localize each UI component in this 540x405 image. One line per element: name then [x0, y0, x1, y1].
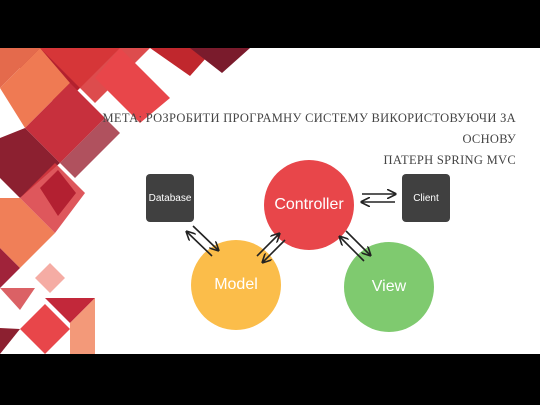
view-node: View	[344, 242, 434, 332]
controller-node: Controller	[264, 160, 354, 250]
title-line-2: ПАТЕРН SPRING MVC	[383, 153, 516, 167]
database-node: Database	[146, 174, 194, 222]
client-label: Client	[413, 192, 439, 204]
slide: МЕТА: РОЗРОБИТИ ПРОГРАМНУ СИСТЕМУ ВИКОРИ…	[0, 48, 540, 354]
controller-label: Controller	[274, 196, 344, 213]
decorative-triangles	[0, 48, 250, 354]
slide-title: МЕТА: РОЗРОБИТИ ПРОГРАМНУ СИСТЕМУ ВИКОРИ…	[76, 108, 516, 171]
database-label: Database	[148, 192, 192, 204]
view-label: View	[371, 278, 407, 295]
model-node: Model	[191, 240, 281, 330]
title-line-1: МЕТА: РОЗРОБИТИ ПРОГРАМНУ СИСТЕМУ ВИКОРИ…	[102, 111, 516, 146]
client-node: Client	[402, 174, 450, 222]
model-label: Model	[214, 276, 258, 293]
